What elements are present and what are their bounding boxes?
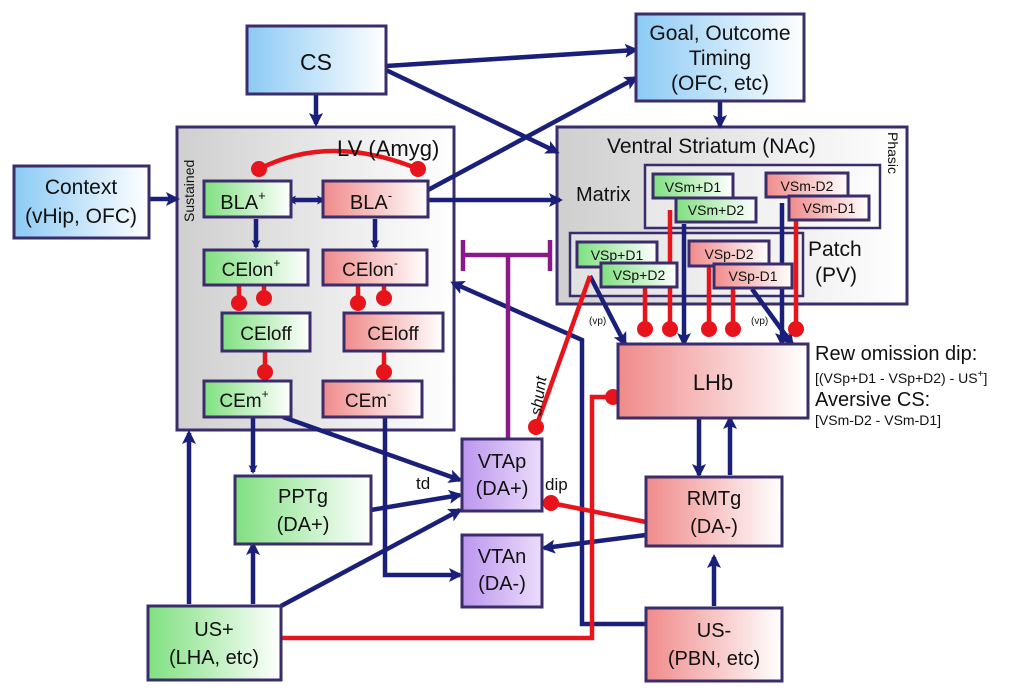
bla-plus-label: BLA+ — [220, 188, 265, 214]
celon-plus-label: CElon+ — [222, 256, 281, 281]
aversive-cs-formula: [VSm-D2 - VSm-D1] — [815, 412, 941, 428]
td-label: td — [416, 474, 430, 493]
celoff-right-label: CEloff — [367, 324, 419, 345]
vsm-minus-d1-node: VSm-D1 — [787, 194, 871, 222]
phasic-label: Phasic — [885, 132, 901, 174]
bla-plus-node: BLA+ — [202, 179, 293, 219]
us-plus-label-2: (LHA, etc) — [169, 647, 259, 669]
aversive-cs-title: Aversive CS: — [815, 389, 930, 411]
patch-label: Patch — [808, 238, 862, 261]
vsp-minus-d2-node: VSp-D2 — [687, 239, 771, 268]
goal-label-1: Goal, Outcome — [649, 22, 790, 45]
shunt-connection — [460, 240, 553, 463]
rmtg-node: RMTg (DA-) — [644, 475, 784, 548]
sustained-label: Sustained — [181, 160, 197, 222]
goal-label-2: Timing — [689, 47, 751, 70]
cem-minus-label: CEm- — [345, 387, 391, 412]
vsm-d1-label: VSm+D1 — [665, 179, 722, 195]
pptg-label-2: (DA+) — [277, 514, 330, 536]
vtan-label-1: VTAn — [478, 546, 527, 568]
vsm-minus-d2-label: VSm-D2 — [781, 178, 834, 194]
us-minus-label-2: (PBN, etc) — [668, 648, 760, 670]
context-label-1: Context — [45, 176, 118, 199]
vtap-label-2: (DA+) — [476, 478, 529, 500]
vsm-minus-d1-label: VSm-D1 — [803, 200, 856, 216]
vsp-d2-node: VSp+D2 — [599, 261, 679, 289]
cem-minus-node: CEm- — [321, 379, 424, 419]
rmtg-label-1: RMTg — [687, 488, 741, 510]
vsp-minus-d1-node: VSp-D1 — [712, 262, 794, 290]
vsp-d2-label: VSp+D2 — [613, 267, 666, 283]
vsp-minus-d2-label: VSp-D2 — [704, 246, 753, 262]
bla-minus-node: BLA- — [321, 179, 430, 219]
celoff-left-label: CEloff — [240, 324, 292, 345]
vsm-d1-node: VSm+D1 — [651, 172, 735, 200]
shunt-label: shunt — [528, 375, 550, 417]
celoff-left-node: CEloff — [220, 311, 312, 353]
vp-right-label: (vp) — [751, 316, 768, 327]
pptg-label-1: PPTg — [278, 486, 328, 508]
us-minus-node: US- (PBN, etc) — [644, 606, 784, 683]
vtap-node: VTAp (DA+) — [460, 437, 544, 513]
lv-amyg-label: LV (Amyg) — [337, 136, 439, 161]
us-minus-label-1: US- — [697, 620, 731, 642]
cs-node: CS — [245, 24, 388, 96]
celon-plus-node: CElon+ — [202, 248, 310, 287]
cem-plus-label: CEm+ — [219, 387, 268, 412]
lhb-label: LHb — [693, 370, 733, 395]
vp-left-label: (vp) — [589, 316, 606, 327]
us-plus-label-1: US+ — [194, 619, 233, 641]
bla-minus-label: BLA- — [350, 188, 392, 214]
vsm-minus-d2-node: VSm-D2 — [764, 171, 850, 199]
rmtg-label-2: (DA-) — [690, 516, 738, 538]
cem-plus-node: CEm+ — [202, 379, 293, 419]
vsm-d2-node: VSm+D2 — [674, 196, 758, 224]
vsp-d1-label: VSp+D1 — [591, 247, 644, 263]
rew-omission-formula: [(VSp+D1 - VSp+D2) - US+] — [815, 369, 987, 386]
goal-outcome-node: Goal, Outcome Timing (OFC, etc) — [634, 12, 806, 103]
celon-minus-node: CElon- — [321, 248, 429, 287]
rew-omission-title: Rew omission dip: — [815, 343, 977, 365]
vtap-label-1: VTAp — [478, 451, 527, 473]
ventral-striatum-title: Ventral Striatum (NAc) — [607, 135, 816, 158]
cs-label: CS — [300, 49, 332, 75]
annotations: Rew omission dip: [(VSp+D1 - VSp+D2) - U… — [815, 343, 987, 428]
goal-label-3: (OFC, etc) — [671, 72, 769, 95]
pptg-node: PPTg (DA+) — [233, 474, 373, 546]
celoff-right-node: CEloff — [342, 311, 445, 353]
dip-label: dip — [545, 475, 568, 494]
matrix-label: Matrix — [576, 184, 630, 206]
celon-minus-label: CElon- — [342, 256, 398, 281]
lhb-node: LHb — [616, 342, 810, 420]
vtan-label-2: (DA-) — [478, 573, 526, 595]
vsp-minus-d1-label: VSp-D1 — [728, 268, 777, 284]
patch-pv-label: (PV) — [815, 264, 857, 287]
context-node: Context (vHip, OFC) — [12, 164, 151, 240]
vsm-d2-label: VSm+D2 — [688, 202, 745, 218]
inhibitory-connections — [231, 148, 804, 641]
us-plus-node: US+ (LHA, etc) — [146, 604, 283, 682]
vtan-node: VTAn (DA-) — [460, 533, 544, 609]
context-label-2: (vHip, OFC) — [25, 205, 137, 228]
